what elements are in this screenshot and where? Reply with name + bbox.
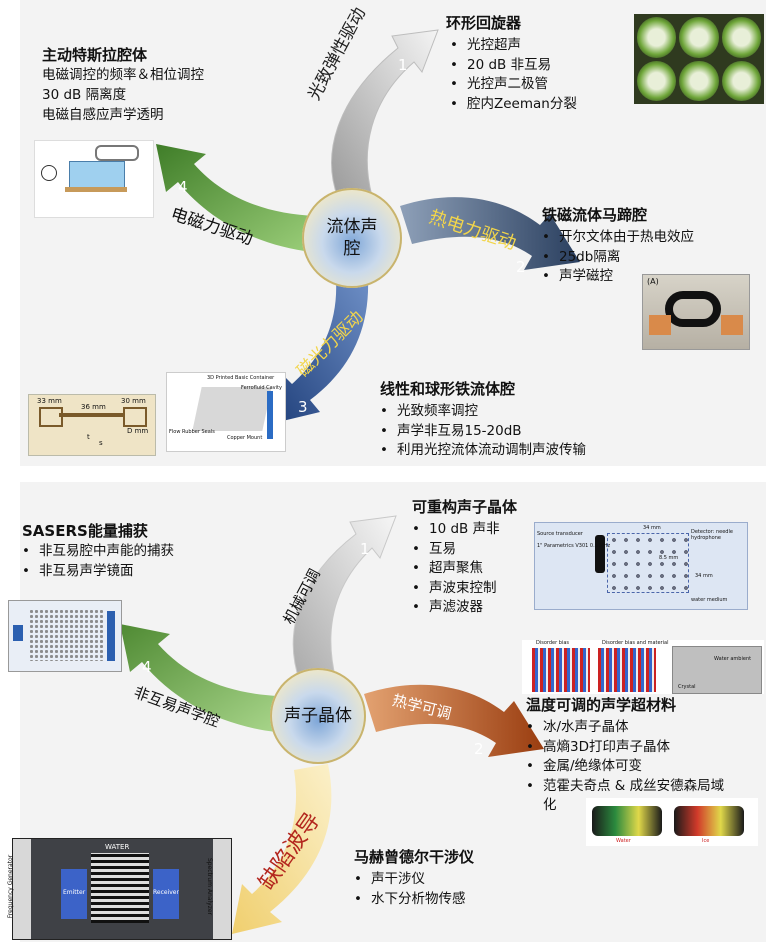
list-item: 水下分析物传感 [354, 890, 466, 910]
linear-ferro-title: 线性和球形铁流体腔 [380, 380, 516, 398]
list-item: 声学非互易15-20dB [380, 422, 586, 442]
thermal-list: 冰/水声子晶体 高熵3D打印声子晶体 金属/绝缘体可变 范霍夫奇点 & 成丝安德… [526, 718, 724, 796]
reconfig-list: 10 dB 声非 互易 超声聚焦 声波束控制 声滤波器 [412, 520, 500, 618]
sasers-list: 非互易腔中声能的捕获 非互易声学镜面 [22, 542, 174, 581]
list-item: 声干涉仪 [354, 870, 466, 890]
circulator-title: 环形回旋器 [446, 14, 522, 32]
arrow-3-number: 3 [298, 398, 308, 416]
tesla-line-3: 电磁自感应声学透明 [42, 107, 164, 123]
arrow-2-number: 2 [474, 740, 484, 758]
sasers-image [8, 600, 122, 672]
mz-title: 马赫曾德尔干涉仪 [354, 848, 475, 866]
hub-label: 声子晶体 [284, 706, 352, 726]
arrow-4-number: 4 [178, 178, 188, 196]
phononic-crystal-panel: 声子晶体 机械可调 1 热学可调 2 缺陷波导 非互易声学腔 4 可重构声子晶体… [7, 482, 766, 942]
fluid-arrows-svg [156, 29, 580, 424]
list-item: 范霍夫奇点 & 成丝安德森局域 [526, 777, 724, 797]
tube-image: 33 mm 36 mm 30 mm D mm t s [28, 394, 156, 456]
list-item: 光致频率调控 [380, 402, 586, 422]
list-item: 开尔文体由于热电效应 [542, 228, 694, 248]
thermal-sim-image: Disorder bias Disorder bias and material… [522, 640, 764, 694]
arrow-4-shape [156, 144, 316, 252]
thermal-tail: 化 [543, 797, 557, 813]
list-item: 声学磁控 [542, 267, 694, 287]
list-item: 腔内Zeeman分裂 [450, 95, 577, 115]
arrow-3-shape [270, 278, 369, 424]
list-item: 声波束控制 [412, 579, 500, 599]
tesla-image [34, 140, 154, 218]
list-item: 非互易声学镜面 [22, 562, 174, 582]
horseshoe-list: 开尔文体由于热电效应 25db隔离 声学磁控 [542, 228, 694, 287]
list-item: 金属/绝缘体可变 [526, 757, 724, 777]
mz-list: 声干涉仪 水下分析物传感 [354, 870, 466, 909]
list-item: 20 dB 非互易 [450, 56, 577, 76]
tesla-line-2: 30 dB 隔离度 [42, 87, 127, 103]
hub-fluid-cavity: 流体声腔 [302, 188, 402, 288]
tesla-title: 主动特斯拉腔体 [42, 46, 148, 64]
reconfig-title: 可重构声子晶体 [412, 498, 518, 516]
fluid-cavity-panel: 流体声腔 光致弹性驱动 1 热电力驱动 2 磁光力驱动 3 电磁力驱动 4 环形… [20, 0, 766, 466]
list-item: 互易 [412, 540, 500, 560]
hub-label: 流体声腔 [326, 217, 378, 259]
arrow-4-shape [120, 624, 280, 732]
list-item: 冰/水声子晶体 [526, 718, 724, 738]
list-item: 声滤波器 [412, 598, 500, 618]
circulator-image [634, 14, 764, 104]
arrow-1-number: 1 [360, 540, 370, 558]
list-item: 超声聚焦 [412, 559, 500, 579]
list-item: 25db隔离 [542, 248, 694, 268]
thermal-title: 温度可调的声学超材料 [526, 696, 677, 714]
arrow-1-number: 1 [398, 56, 408, 74]
horseshoe-title: 铁磁流体马蹄腔 [542, 206, 648, 224]
horseshoe-image: (A) [642, 274, 750, 350]
list-item: 非互易腔中声能的捕获 [22, 542, 174, 562]
arrow-2-shape [400, 197, 580, 270]
container-image: 3D Printed Basic Container Ferrofluid Ca… [166, 372, 286, 452]
linear-ferro-list: 光致频率调控 声学非互易15-20dB 利用光控流体流动调制声波传输 [380, 402, 586, 461]
list-item: 光控超声 [450, 36, 577, 56]
phononic-arrows-svg [120, 515, 544, 934]
thermal-heat-image: Water Ice [586, 798, 758, 846]
experiment-image: Frequency Generator Spectrum Analyzer WA… [7, 838, 232, 940]
list-item: 10 dB 声非 [412, 520, 500, 540]
list-item: 光控声二极管 [450, 75, 577, 95]
arrow-4-number: 4 [142, 658, 152, 676]
arrow-1-shape [292, 515, 397, 683]
arrow-1-shape [331, 29, 439, 199]
list-item: 高熵3D打印声子晶体 [526, 738, 724, 758]
arrow-3-shape [232, 764, 332, 934]
tesla-line-1: 电磁调控的频率＆相位调控 [42, 67, 204, 83]
sasers-title: SASERS能量捕获 [22, 522, 148, 540]
arrow-2-shape [364, 684, 544, 757]
circulator-list: 光控超声 20 dB 非互易 光控声二极管 腔内Zeeman分裂 [450, 36, 577, 114]
hub-phononic-crystal: 声子晶体 [270, 668, 366, 764]
arrow-2-number: 2 [516, 258, 526, 276]
hydrophone-image: Source transducer 1" Parametrics V301 0.… [534, 522, 748, 610]
list-item: 利用光控流体流动调制声波传输 [380, 441, 586, 461]
